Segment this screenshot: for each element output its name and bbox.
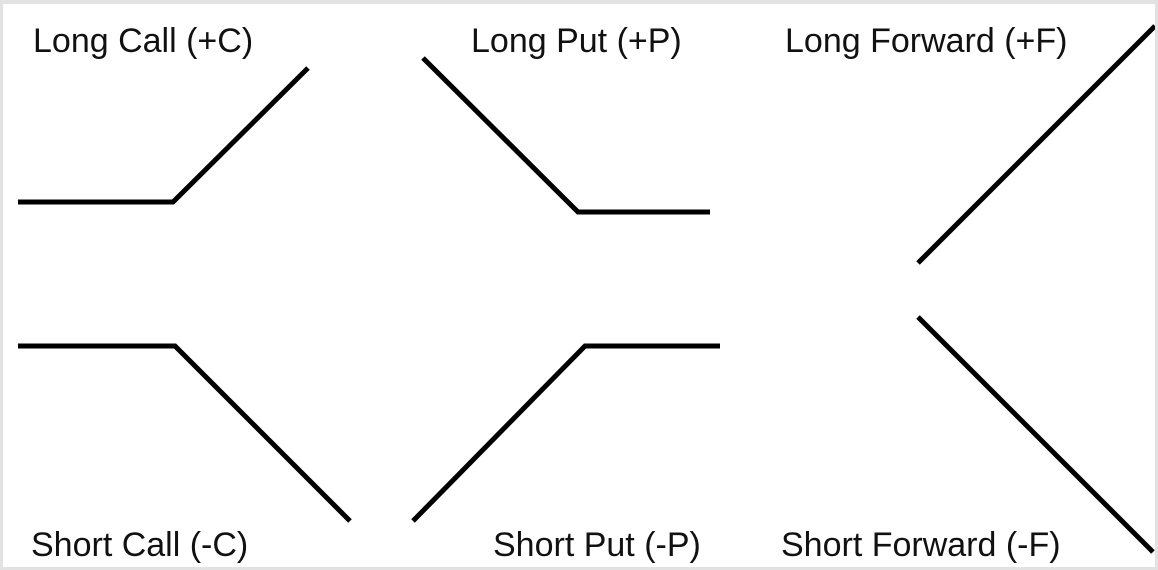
payoff-line-short-forward bbox=[916, 315, 1155, 554]
label-short-call: Short Call (-C) bbox=[31, 526, 248, 564]
label-short-forward: Short Forward (-F) bbox=[781, 526, 1061, 564]
panel-long-put: Long Put (+P) bbox=[421, 22, 710, 215]
panel-short-call: Short Call (-C) bbox=[18, 343, 352, 564]
payoff-line-long-forward bbox=[916, 24, 1155, 265]
label-short-put: Short Put (-P) bbox=[493, 526, 701, 564]
panel-long-call: Long Call (+C) bbox=[18, 22, 310, 205]
panel-long-forward: Long Forward (+F) bbox=[785, 22, 1155, 265]
payoff-canvas: Long Call (+C) Long Put (+P) Long Forwar… bbox=[18, 22, 1155, 564]
panel-short-forward: Short Forward (-F) bbox=[781, 315, 1155, 564]
payoff-line-short-call bbox=[18, 343, 352, 523]
label-long-put: Long Put (+P) bbox=[471, 22, 682, 60]
label-long-forward: Long Forward (+F) bbox=[785, 22, 1068, 60]
payoff-line-long-call bbox=[18, 66, 310, 205]
payoff-line-short-put bbox=[411, 343, 720, 523]
label-long-call: Long Call (+C) bbox=[33, 22, 253, 60]
payoff-line-long-put bbox=[421, 56, 710, 215]
panel-short-put: Short Put (-P) bbox=[411, 343, 720, 564]
